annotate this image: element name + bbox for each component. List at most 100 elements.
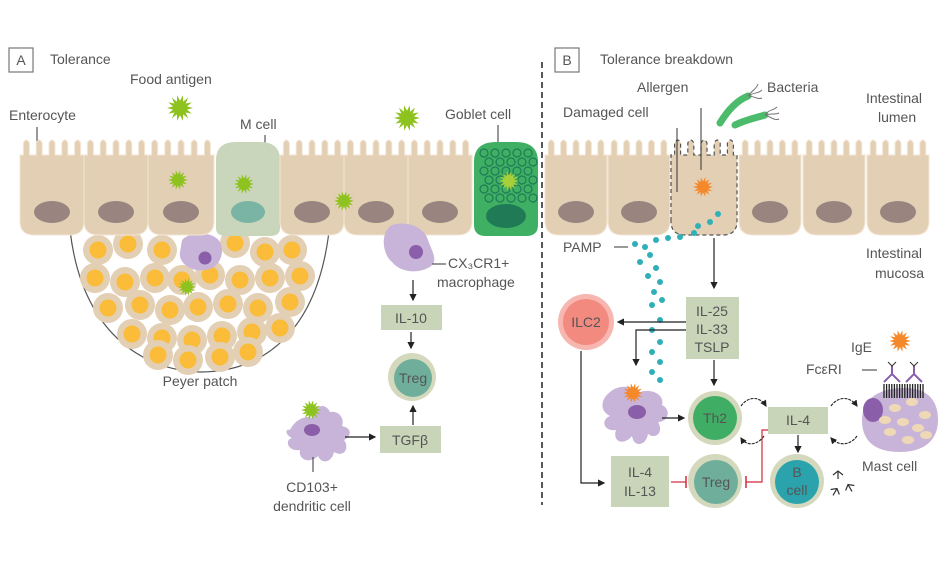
lymphocyte-nucleus: [149, 346, 167, 364]
enterocyte-nucleus: [294, 201, 330, 223]
alarmin-il33: IL-33: [696, 321, 728, 337]
mast-cell: [862, 384, 938, 452]
th2-label: Th2: [703, 410, 727, 426]
lymphocyte-nucleus: [213, 327, 231, 345]
panel-a-letter: A: [16, 52, 26, 68]
panel-a-letter-box: [8, 47, 34, 73]
mast-cell-label: Mast cell: [862, 458, 917, 474]
allergen-on-ige-icon: [889, 330, 911, 352]
ilc2-label: ILC2: [571, 314, 601, 330]
pamp-dot: [645, 273, 651, 279]
macrophage-label-1: CX₃CR1+: [448, 255, 509, 271]
lymphocyte-nucleus: [261, 269, 279, 287]
pamp-dot: [657, 359, 663, 365]
lymphocyte-nucleus: [291, 267, 309, 285]
ige-receptors: [883, 366, 923, 383]
enterocyte-nucleus: [163, 201, 199, 223]
il4-il13-box: [611, 456, 669, 507]
mast-cell-granule: [902, 436, 914, 444]
pamp-dot: [677, 234, 683, 240]
pamp-dot: [647, 252, 653, 258]
fceri-label: FcεRI: [806, 361, 842, 377]
b-cell-label-2: cell: [786, 482, 807, 498]
pamp-dot: [657, 377, 663, 383]
pamp-dot: [707, 219, 713, 225]
lymphocyte-nucleus: [219, 295, 237, 313]
epithelium-panel-b: [544, 139, 930, 236]
pamp-dot: [695, 223, 701, 229]
mast-cell-granule: [889, 404, 901, 412]
pamp-dot: [657, 279, 663, 285]
antigen-in-enterocyte-icon: [168, 170, 188, 190]
pamp-dots: [632, 211, 721, 383]
epithelium-panel-a: [19, 139, 538, 236]
lumen-label-2: lumen: [878, 109, 916, 125]
b-cell: [775, 460, 819, 504]
mast-cell-granule: [920, 431, 932, 439]
food-antigen-label: Food antigen: [130, 71, 212, 87]
lymphocyte-nucleus: [161, 301, 179, 319]
il4-il13-line1: IL-4: [628, 464, 652, 480]
dc-label-1: CD103+: [286, 479, 338, 495]
alarmin-tslp: TSLP: [694, 339, 729, 355]
food-antigen-icon: [167, 95, 193, 121]
allergen-label: Allergen: [637, 79, 688, 95]
lymphocyte-nucleus: [249, 299, 267, 317]
enterocyte-nucleus: [422, 201, 458, 223]
panel-b-title: Tolerance breakdown: [600, 51, 733, 67]
pamp-dot: [649, 302, 655, 308]
damaged-cell-label: Damaged cell: [563, 104, 649, 120]
lymphocyte-nucleus: [231, 271, 249, 289]
macrophage-nucleus: [409, 245, 423, 259]
peyer-patch-lymphocytes: [80, 228, 315, 375]
mast-cell-granule: [884, 428, 896, 436]
treg-label-b: Treg: [702, 474, 730, 490]
enterocyte-nucleus: [98, 201, 134, 223]
bacteria-icon: [716, 83, 780, 129]
lymphocyte-nucleus: [183, 331, 201, 349]
lymphocyte-nucleus: [283, 241, 301, 259]
goblet-cell-label: Goblet cell: [445, 106, 511, 122]
il10-label: IL-10: [395, 310, 427, 326]
mast-cell-granule: [879, 416, 891, 424]
enterocyte-nucleus: [816, 201, 852, 223]
m-cell-label: M cell: [240, 116, 277, 132]
treg-cell-b: [694, 460, 738, 504]
m-cell-nucleus: [231, 201, 265, 223]
pamp-dot: [637, 259, 643, 265]
antigen-in-peyer-icon: [178, 278, 196, 296]
enterocyte-nucleus: [621, 201, 657, 223]
pamp-dot: [649, 369, 655, 375]
enterocyte-nucleus: [558, 201, 594, 223]
b-cell-label-1: B: [792, 464, 801, 480]
allergen-icon: [693, 177, 713, 197]
lymphocyte-nucleus: [131, 296, 149, 314]
enterocyte-nucleus: [880, 201, 916, 223]
pamp-dot: [659, 297, 665, 303]
peyer-macrophage-nucleus: [198, 251, 212, 265]
lymphocyte-nucleus: [226, 234, 244, 252]
pamp-dot: [632, 241, 638, 247]
tgfb-box: [380, 426, 441, 453]
pamp-dot: [651, 289, 657, 295]
bacteria-label: Bacteria: [767, 79, 819, 95]
panel-b-letter-box: [554, 47, 580, 73]
pamp-dot: [691, 230, 697, 236]
enterocyte-label: Enterocyte: [9, 107, 76, 123]
panel-a: A Tolerance Food antigen Enterocyte M ce…: [8, 47, 538, 514]
pamp-dot: [715, 211, 721, 217]
enterocyte-nucleus: [752, 201, 788, 223]
lymphocyte-nucleus: [86, 269, 104, 287]
alarmin-box: [686, 297, 739, 359]
mast-cell-granule: [912, 424, 924, 432]
th2-cell: [693, 396, 737, 440]
goblet-granules: [479, 148, 538, 203]
allergen-on-dc-icon: [623, 383, 643, 403]
il4-label: IL-4: [786, 412, 810, 428]
mast-cell-granule: [919, 411, 931, 419]
treg-cell-a: [394, 359, 432, 397]
lymphocyte-nucleus: [119, 235, 137, 253]
alarmin-il25: IL-25: [696, 303, 728, 319]
cd103-dendritic-cell: [286, 406, 350, 462]
